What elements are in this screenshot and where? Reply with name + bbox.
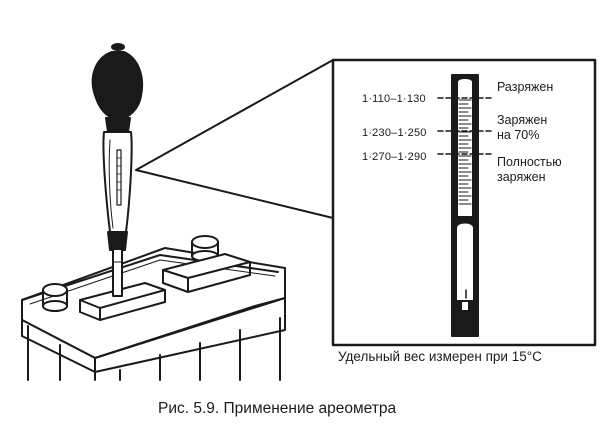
callout-pointer: [135, 59, 334, 219]
hydrometer: [91, 43, 143, 297]
vent-plug-right: [162, 253, 251, 293]
battery-terminal-left: [42, 283, 68, 312]
range-label-high: 1·270–1·290: [362, 151, 427, 163]
state-label-charged70-line2: на 70%: [497, 128, 540, 142]
hydrometer-bulb: [91, 51, 143, 121]
figure-caption: Рис. 5.9. Применение ареометра: [158, 400, 397, 417]
state-label-discharged: Разряжен: [497, 80, 554, 94]
hydrometer-nozzle: [107, 231, 128, 251]
state-label-full-line2: заряжен: [497, 170, 546, 184]
battery-terminal-right: [191, 235, 219, 262]
magnified-float-panel: [331, 58, 597, 347]
state-label-charged70-line1: Заряжен: [497, 113, 548, 127]
state-label-full-line1: Полностью: [497, 155, 562, 169]
range-label-low: 1·110–1·130: [362, 93, 426, 105]
range-label-mid: 1·230–1·250: [362, 127, 427, 139]
battery: [21, 247, 286, 381]
measurement-note: Удельный вес измерен при 15°C: [338, 349, 542, 364]
